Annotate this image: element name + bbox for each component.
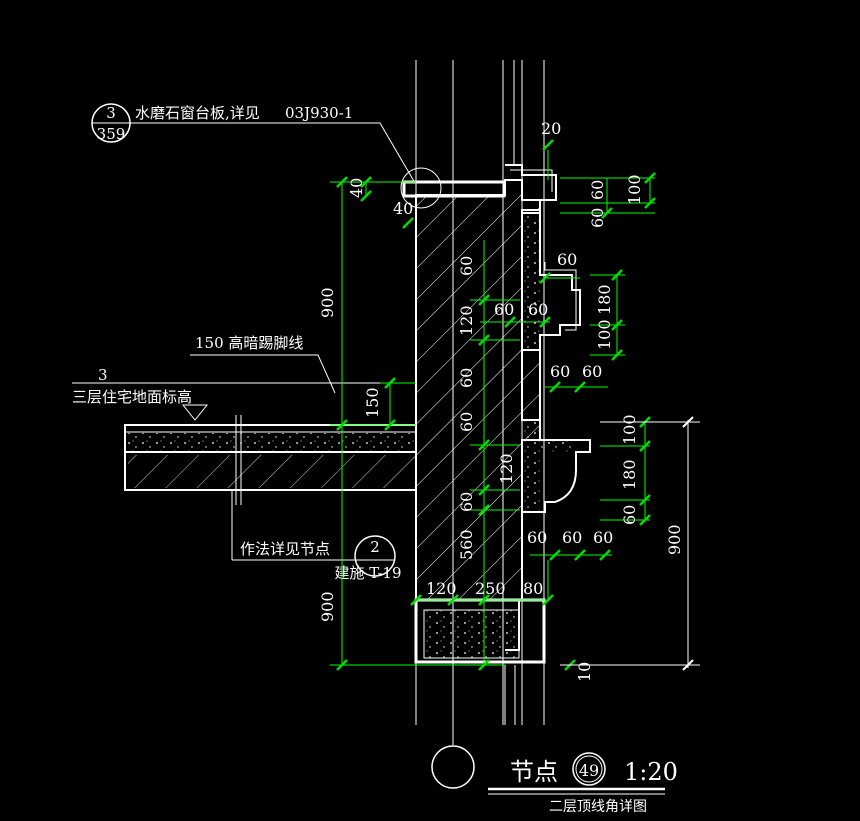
dim-60j: 60 — [562, 528, 582, 547]
callout-window-text: 水磨石窗台板,详见 — [135, 104, 260, 122]
dim-40a: 40 — [347, 178, 366, 198]
dimension-texts: 20 40 40 60 60 100 60 60 60 180 100 60 6… — [318, 119, 684, 682]
dim-60i: 60 — [527, 528, 547, 547]
dim-180a: 180 — [595, 284, 614, 315]
dim-100a: 100 — [625, 174, 644, 205]
floor-text: 三层住宅地面标高 — [72, 388, 192, 406]
method-text: 作法详见节点 — [240, 540, 330, 558]
dim-60a: 60 — [588, 180, 607, 200]
dim-60g: 60 — [582, 362, 602, 381]
callout-bubble-top: 3 — [106, 104, 116, 122]
dim-900a: 900 — [318, 287, 337, 318]
dim-60-v4: 60 — [457, 492, 476, 512]
right-overall-dimension — [560, 416, 700, 671]
method-bubble-top: 2 — [370, 538, 380, 556]
dim-60f: 60 — [550, 362, 570, 381]
callout-method: 作法详见节点 2 建施 T-19 — [231, 490, 402, 582]
dim-900b: 900 — [318, 591, 337, 622]
dim-150: 150 — [363, 387, 382, 418]
skirting-text: 150 高暗踢脚线 — [195, 334, 303, 352]
dim-60k: 60 — [593, 528, 613, 547]
title-label: 节点 — [510, 758, 558, 786]
dimension-ticks — [336, 139, 656, 671]
callout-window-board: 3 359 水磨石窗台板,详见 03J930-1 — [91, 103, 442, 209]
dim-250: 250 — [475, 579, 506, 598]
dim-100c: 100 — [620, 414, 639, 445]
dim-80: 80 — [523, 579, 543, 598]
method-bubble-bottom: 建施 T-19 — [335, 564, 402, 582]
callout-bubble-bottom: 359 — [97, 125, 126, 143]
dim-20: 20 — [541, 119, 561, 138]
title-block: 节点 49 1:20 二层顶线角详图 — [431, 745, 678, 815]
dim-60-v2: 60 — [457, 368, 476, 388]
dim-40b: 40 — [393, 199, 413, 218]
dim-60e: 60 — [528, 300, 548, 319]
callout-window-ref: 03J930-1 — [285, 104, 353, 122]
dim-560: 560 — [457, 529, 476, 560]
dim-60-v1: 60 — [457, 256, 476, 276]
dim-120b: 120 — [426, 579, 457, 598]
dim-60d: 60 — [494, 300, 514, 319]
title-scale: 1:20 — [624, 758, 678, 786]
dim-10: 10 — [575, 662, 594, 682]
title-number: 49 — [579, 761, 599, 780]
title-subtitle: 二层顶线角详图 — [549, 799, 647, 815]
floor-number: 3 — [98, 366, 108, 384]
dim-60h: 60 — [620, 505, 639, 525]
dim-60c: 60 — [557, 250, 577, 269]
callout-skirting: 150 高暗踢脚线 — [190, 334, 336, 394]
dim-120-v2: 120 — [497, 453, 516, 484]
wall-section — [402, 164, 591, 664]
dim-120-v1: 120 — [457, 305, 476, 336]
dim-100b: 100 — [595, 319, 614, 350]
dim-900-right: 900 — [665, 524, 684, 555]
callout-floor-level: 3 三层住宅地面标高 — [72, 366, 416, 421]
floor-slab — [124, 415, 417, 505]
dim-60b: 60 — [588, 208, 607, 228]
dim-180b: 180 — [620, 459, 639, 490]
dim-60-v3: 60 — [457, 412, 476, 432]
